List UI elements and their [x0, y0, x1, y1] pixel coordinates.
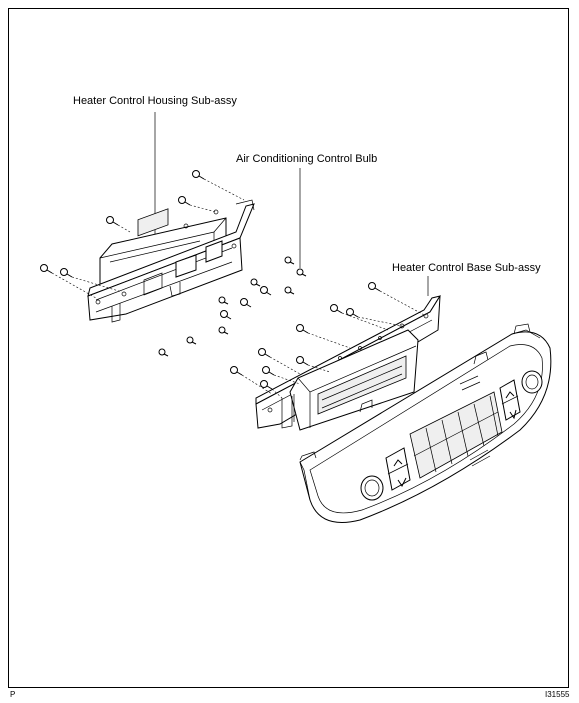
air-conditioning-bulbs — [158, 256, 307, 357]
label-heater-control-housing: Heater Control Housing Sub-assy — [73, 95, 237, 107]
housing-screws — [40, 170, 245, 299]
heater-control-base — [255, 295, 442, 431]
corner-mark-p: P — [10, 690, 16, 699]
control-panel-bezel — [299, 323, 552, 523]
figure-id: I31555 — [545, 690, 570, 699]
base-screws — [230, 282, 427, 399]
label-air-conditioning-bulb: Air Conditioning Control Bulb — [236, 153, 378, 165]
diagram-frame — [8, 8, 569, 688]
heater-control-housing — [87, 199, 255, 323]
label-heater-control-base: Heater Control Base Sub-assy — [392, 262, 541, 274]
